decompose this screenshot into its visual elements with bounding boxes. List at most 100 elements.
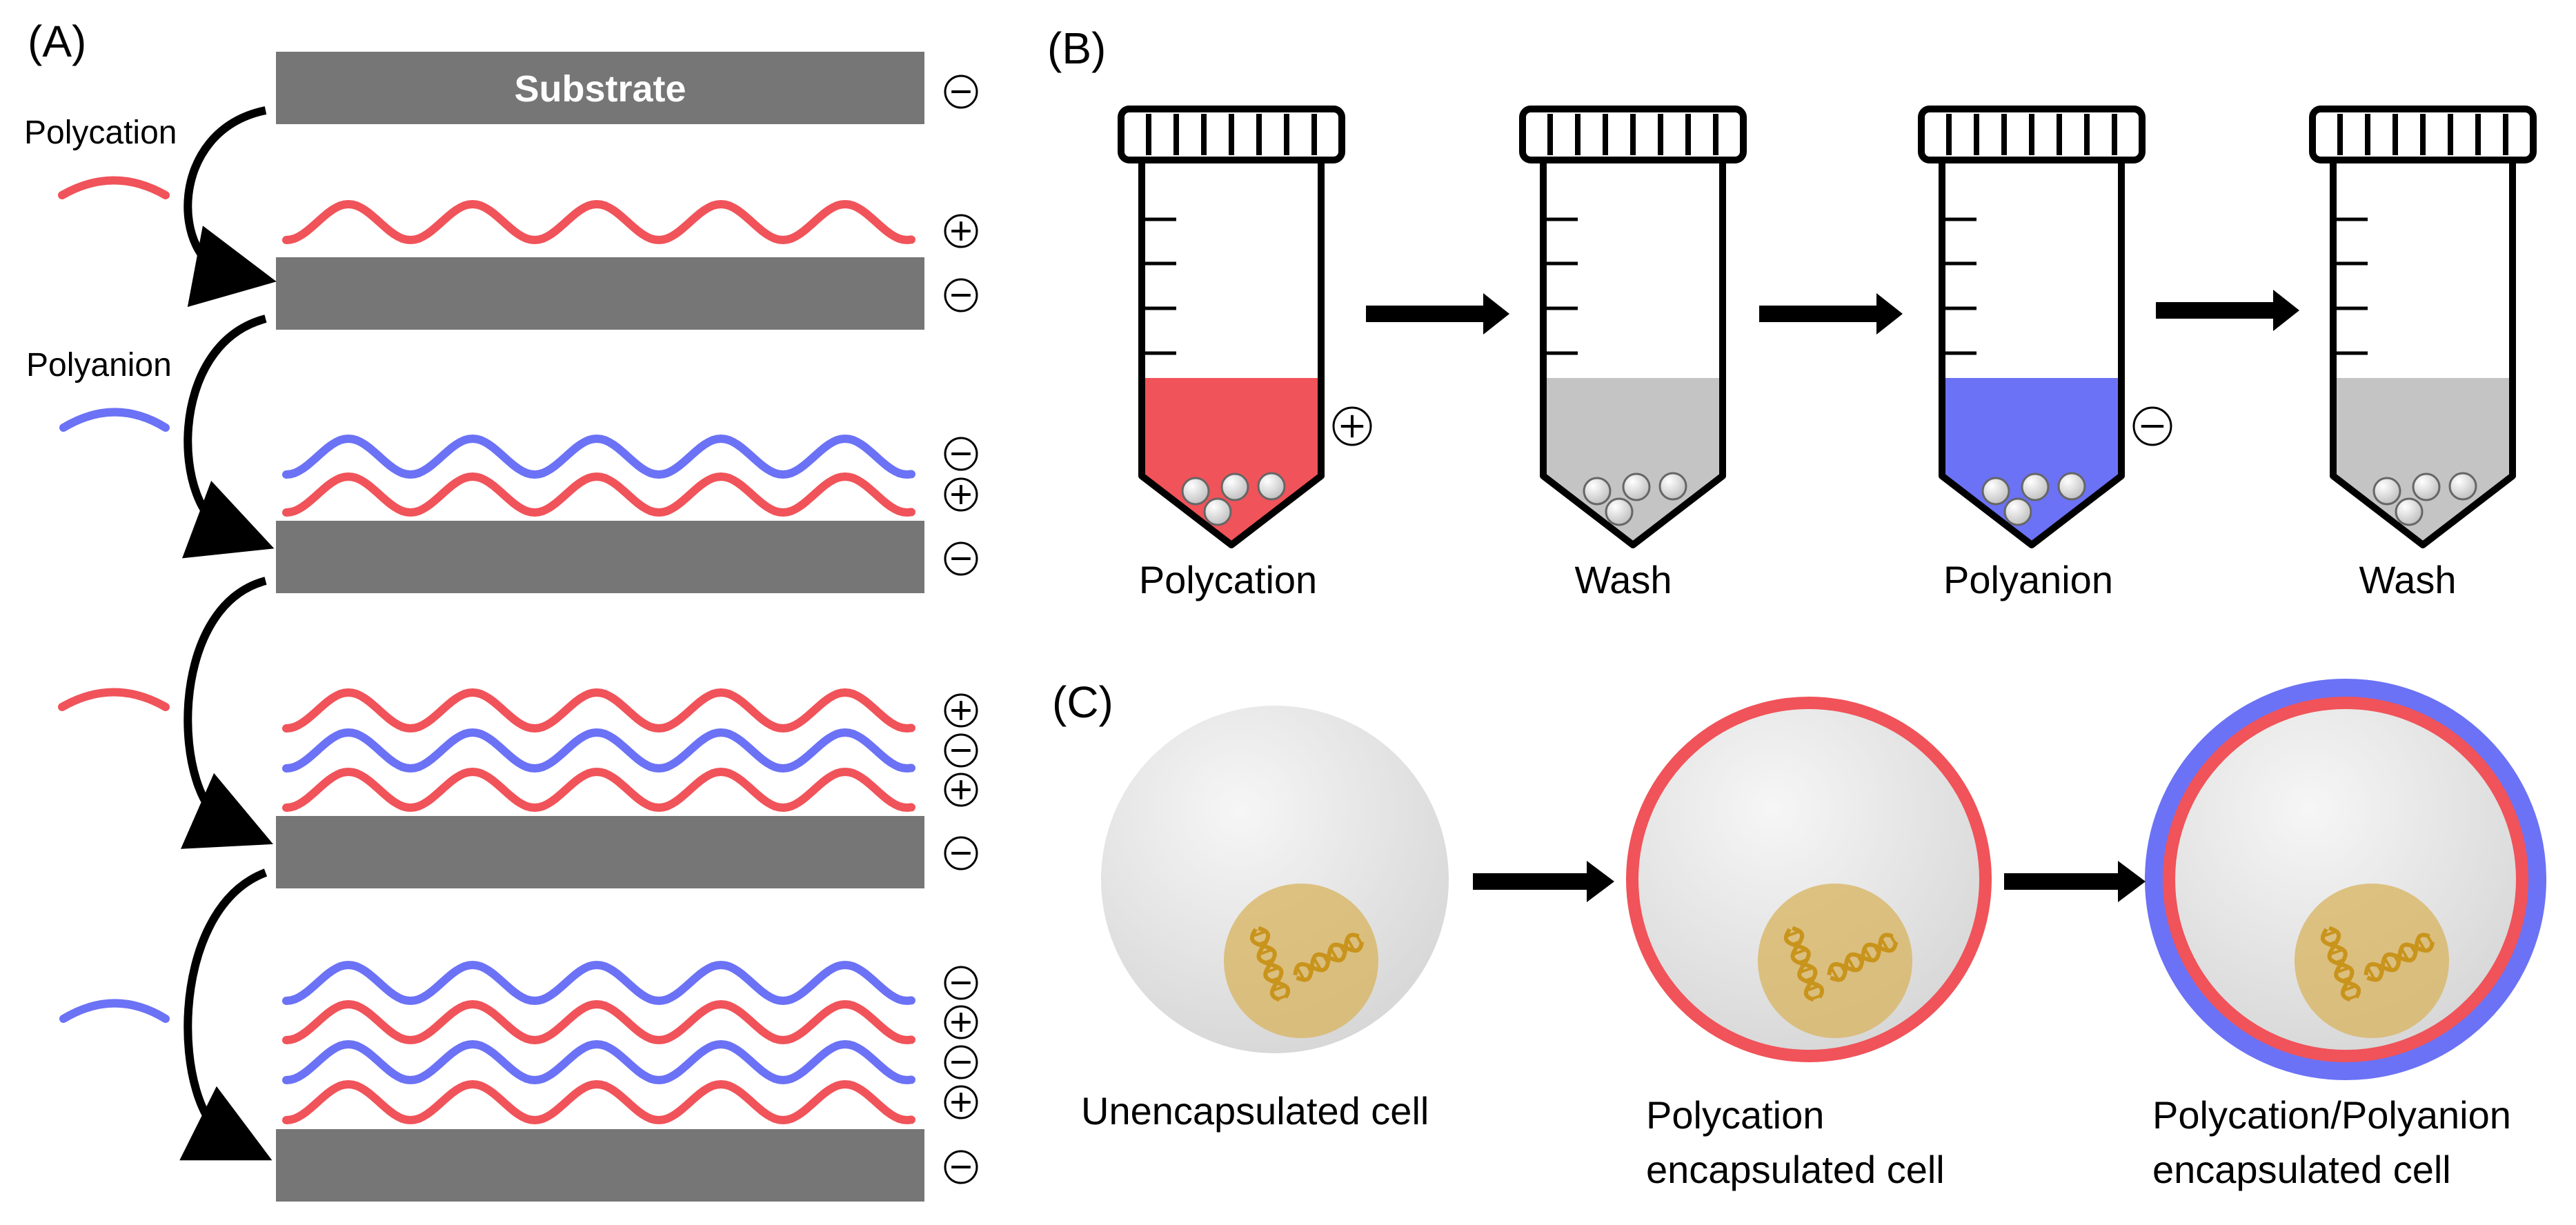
polycation-layer bbox=[282, 1079, 915, 1125]
substrate-plate bbox=[276, 816, 924, 888]
curved-arrow-icon bbox=[180, 577, 273, 849]
centrifuge-tube-icon bbox=[1519, 106, 1747, 548]
positive-charge-icon bbox=[944, 1085, 978, 1119]
curved-arrow-icon bbox=[181, 315, 275, 559]
panel-b-label: (B) bbox=[1047, 23, 1106, 73]
cell-caption-polycation-line1: Polycation bbox=[1646, 1093, 1824, 1137]
cell-bead bbox=[1658, 472, 1687, 501]
positive-charge-icon bbox=[944, 693, 978, 728]
negative-charge-icon bbox=[944, 74, 978, 109]
polyanion-strand-icon bbox=[59, 408, 170, 432]
process-arrow-head bbox=[2273, 290, 2299, 331]
negative-charge-icon bbox=[944, 1150, 978, 1184]
centrifuge-tube-icon bbox=[2309, 106, 2537, 548]
cell-icon bbox=[1101, 706, 1449, 1053]
process-arrow-head bbox=[1587, 861, 1614, 902]
step-label-polycation: Polycation bbox=[1139, 558, 1317, 601]
cell-bead bbox=[1220, 472, 1249, 501]
tube-liquid bbox=[1543, 378, 1723, 545]
cell-icon bbox=[1626, 697, 1992, 1062]
dna-icon bbox=[2364, 933, 2435, 982]
polycation-shell bbox=[2163, 697, 2528, 1062]
substrate-plate bbox=[276, 1129, 924, 1202]
negative-charge-icon bbox=[944, 541, 978, 576]
step-label-wash: Wash bbox=[1574, 558, 1672, 601]
nucleus bbox=[2295, 884, 2449, 1038]
cell-bead bbox=[2395, 497, 2424, 526]
polycation-side-label: Polycation bbox=[24, 114, 177, 151]
negative-charge-icon bbox=[944, 966, 978, 1000]
polycation-shell bbox=[1626, 697, 1992, 1062]
panel-c: Unencapsulated cell Polycation encapsula… bbox=[1081, 679, 2546, 1191]
cell-bead bbox=[1981, 477, 2010, 506]
panel-a-label: (A) bbox=[28, 17, 86, 66]
cell-bead bbox=[1257, 472, 1286, 501]
centrifuge-tube-icon bbox=[1918, 106, 2146, 548]
negative-charge-icon bbox=[944, 437, 978, 471]
polyanion-layer bbox=[282, 434, 915, 479]
negative-charge-icon bbox=[944, 1045, 978, 1079]
polyanion-shell bbox=[2145, 679, 2546, 1080]
dna-icon bbox=[1827, 933, 1899, 982]
panel-a: Substrate Polycation Polyanion bbox=[24, 52, 978, 1202]
substrate-plate bbox=[276, 257, 924, 330]
dna-icon bbox=[1249, 926, 1291, 1002]
cell-bead bbox=[2057, 472, 2086, 501]
tube-liquid bbox=[2333, 378, 2513, 545]
polycation-layer bbox=[282, 999, 915, 1045]
polyanion-layer bbox=[282, 960, 915, 1006]
cell-caption-unencapsulated: Unencapsulated cell bbox=[1081, 1089, 1429, 1133]
step-label-polyanion: Polyanion bbox=[1943, 558, 2113, 601]
cell-icon bbox=[2145, 679, 2546, 1080]
curved-arrow-icon bbox=[184, 106, 277, 307]
negative-charge-icon bbox=[944, 733, 978, 768]
cell-bead bbox=[2021, 472, 2050, 501]
panel-c-label: (C) bbox=[1052, 677, 1113, 727]
cell-caption-bilayer-line1: Polycation/Polyanion bbox=[2152, 1093, 2511, 1137]
negative-charge-icon bbox=[2132, 406, 2172, 446]
process-arrow-head bbox=[2118, 861, 2146, 902]
dna-icon bbox=[1783, 926, 1825, 1002]
polyanion-side-label: Polyanion bbox=[26, 347, 172, 384]
cell-bead bbox=[2003, 497, 2032, 526]
panel-b: Polycation Wash Polyanion Wash bbox=[1118, 106, 2537, 601]
process-arrow-head bbox=[1483, 293, 1509, 335]
nucleus bbox=[1758, 884, 1912, 1038]
cell-bead bbox=[1181, 477, 1210, 506]
cell-bead bbox=[1583, 477, 1612, 506]
polycation-layer bbox=[282, 688, 915, 733]
substrate-plate bbox=[276, 52, 924, 124]
curved-arrow-icon bbox=[179, 868, 273, 1161]
nucleus bbox=[1224, 884, 1378, 1038]
polyanion-strand-icon bbox=[59, 999, 170, 1023]
positive-charge-icon bbox=[1332, 406, 1372, 446]
positive-charge-icon bbox=[944, 773, 978, 807]
polycation-layer bbox=[282, 767, 915, 813]
positive-charge-icon bbox=[944, 214, 978, 248]
centrifuge-tube-icon bbox=[1118, 106, 1345, 548]
cell-bead bbox=[2412, 472, 2441, 501]
cell-bead bbox=[1203, 497, 1232, 526]
polycation-strand-icon bbox=[58, 688, 170, 711]
polycation-layer bbox=[282, 472, 915, 517]
cell-bead bbox=[2448, 472, 2477, 501]
negative-charge-icon bbox=[944, 278, 978, 312]
dna-icon bbox=[2320, 926, 2361, 1002]
polycation-strand-icon bbox=[58, 176, 170, 199]
positive-charge-icon bbox=[944, 477, 978, 512]
polyanion-layer bbox=[282, 728, 915, 773]
positive-charge-icon bbox=[944, 1005, 978, 1039]
substrate-plate bbox=[276, 521, 924, 593]
process-arrow-head bbox=[1876, 293, 1903, 335]
tube-liquid bbox=[1142, 378, 1321, 545]
substrate-label: Substrate bbox=[514, 68, 686, 110]
cell-bead bbox=[1622, 472, 1651, 501]
tube-liquid bbox=[1942, 378, 2121, 545]
polyanion-layer bbox=[282, 1039, 915, 1085]
negative-charge-icon bbox=[944, 836, 978, 870]
polycation-layer bbox=[282, 199, 915, 245]
cell-bead bbox=[2372, 477, 2401, 506]
cell-caption-bilayer-line2: encapsulated cell bbox=[2152, 1148, 2451, 1191]
dna-icon bbox=[1293, 933, 1365, 982]
